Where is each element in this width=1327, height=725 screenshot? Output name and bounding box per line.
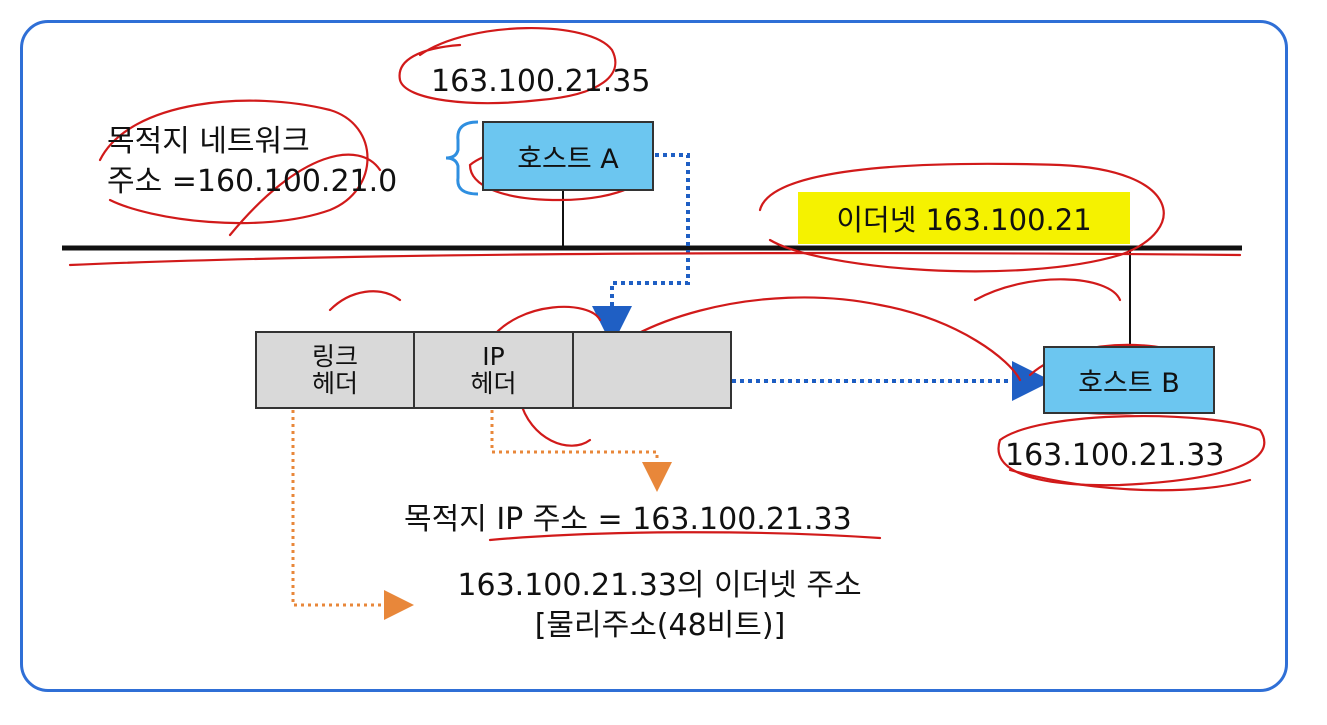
ip-header-line2: 헤더 bbox=[470, 369, 517, 398]
ethernet-label: 이더넷 163.100.21 bbox=[798, 192, 1130, 244]
orange-arrow-ip-header bbox=[490, 410, 672, 492]
link-header-line2: 헤더 bbox=[311, 369, 358, 398]
link-header-line1: 링크 bbox=[311, 342, 358, 371]
ether-addr-line1: 163.100.21.33의 이더넷 주소 bbox=[457, 568, 862, 603]
packet-link-header: 링크 헤더 bbox=[255, 331, 415, 409]
host-b-box: 호스트 B bbox=[1043, 346, 1215, 414]
ip-header-line1: IP bbox=[482, 342, 505, 371]
host-a-box: 호스트 A bbox=[482, 121, 654, 191]
host-a-ip: 163.100.21.35 bbox=[431, 64, 651, 99]
host-b-ip: 163.100.21.33 bbox=[1005, 438, 1225, 473]
packet-payload bbox=[572, 331, 732, 409]
orange-arrow-link-header bbox=[291, 410, 414, 620]
dest-network-line1: 목적지 네트워크 bbox=[107, 124, 310, 159]
blue-arrow-host-a-to-packet bbox=[592, 153, 690, 346]
ethernet-label-text: 이더넷 163.100.21 bbox=[836, 203, 1092, 237]
packet-ip-header: IP 헤더 bbox=[413, 331, 574, 409]
host-b-label: 호스트 B bbox=[1078, 367, 1180, 399]
dest-ip-annotation: 목적지 IP 주소 = 163.100.21.33 bbox=[404, 502, 852, 537]
dest-network-line2: 주소 =160.100.21.0 bbox=[107, 164, 398, 199]
ether-addr-line2: [물리주소(48비트)] bbox=[534, 608, 786, 643]
brace-mark bbox=[445, 120, 479, 196]
host-a-label: 호스트 A bbox=[517, 143, 619, 175]
